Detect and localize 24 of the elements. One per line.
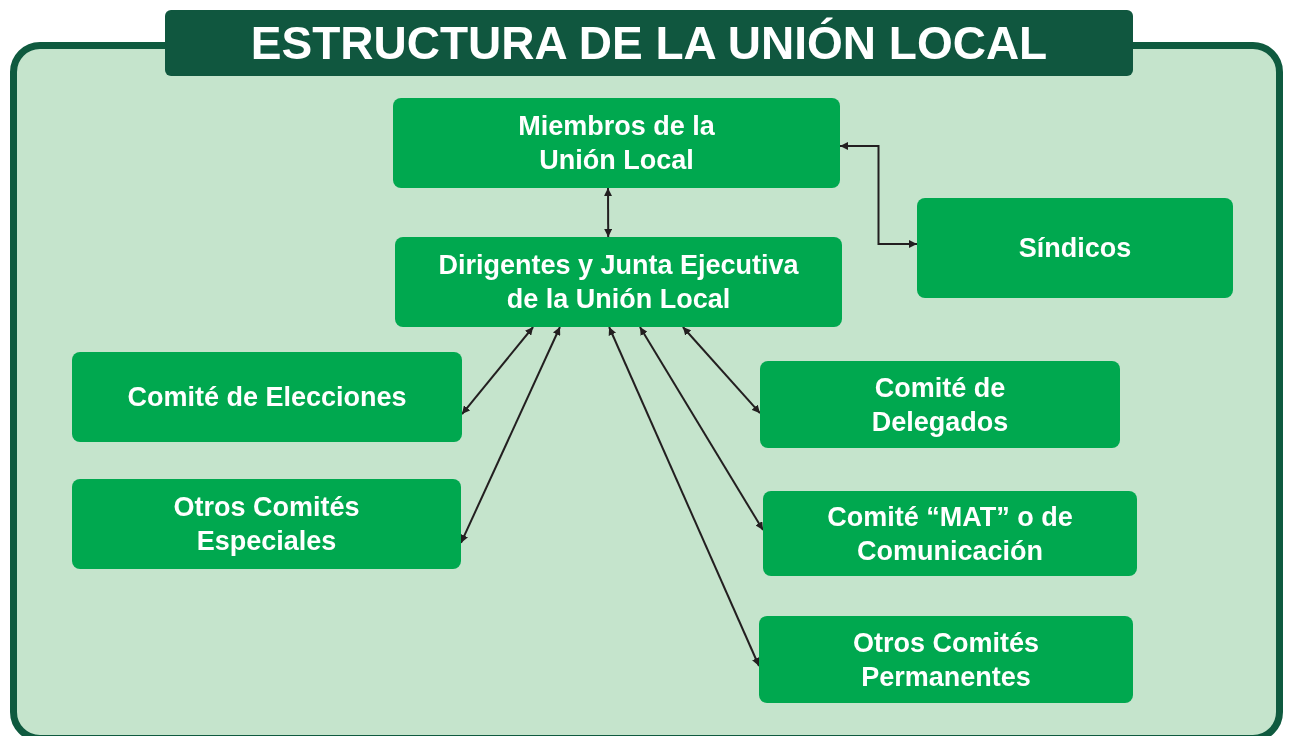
title-banner: ESTRUCTURA DE LA UNIÓN LOCAL [165, 10, 1133, 76]
process-box [763, 491, 1137, 576]
arrow [604, 187, 613, 238]
box-label: Comité de Elecciones [127, 381, 407, 414]
box-label: Otros Comités Permanentes [851, 626, 1040, 694]
process-box [72, 479, 461, 569]
process-box [759, 616, 1133, 703]
process-box [393, 98, 840, 188]
box-label: Otros Comités Especiales [172, 491, 361, 558]
arrow [460, 326, 561, 544]
box-label: Comité de Delegados [870, 371, 1010, 439]
box-label: Miembros de la Unión Local [517, 110, 716, 177]
arrow [608, 326, 760, 668]
box-label: Comité “MAT” o de Comunicación [826, 500, 1074, 568]
arrow [461, 326, 535, 416]
box-label: Dirigentes y Junta Ejecutiva de la Unión Local [437, 249, 800, 316]
arrow [839, 141, 918, 248]
process-box [72, 352, 462, 442]
box-label: Síndicos [1018, 232, 1132, 265]
arrow [681, 326, 761, 415]
process-box [917, 198, 1233, 298]
arrow [638, 326, 764, 532]
process-box [760, 361, 1120, 448]
process-box [395, 237, 842, 327]
